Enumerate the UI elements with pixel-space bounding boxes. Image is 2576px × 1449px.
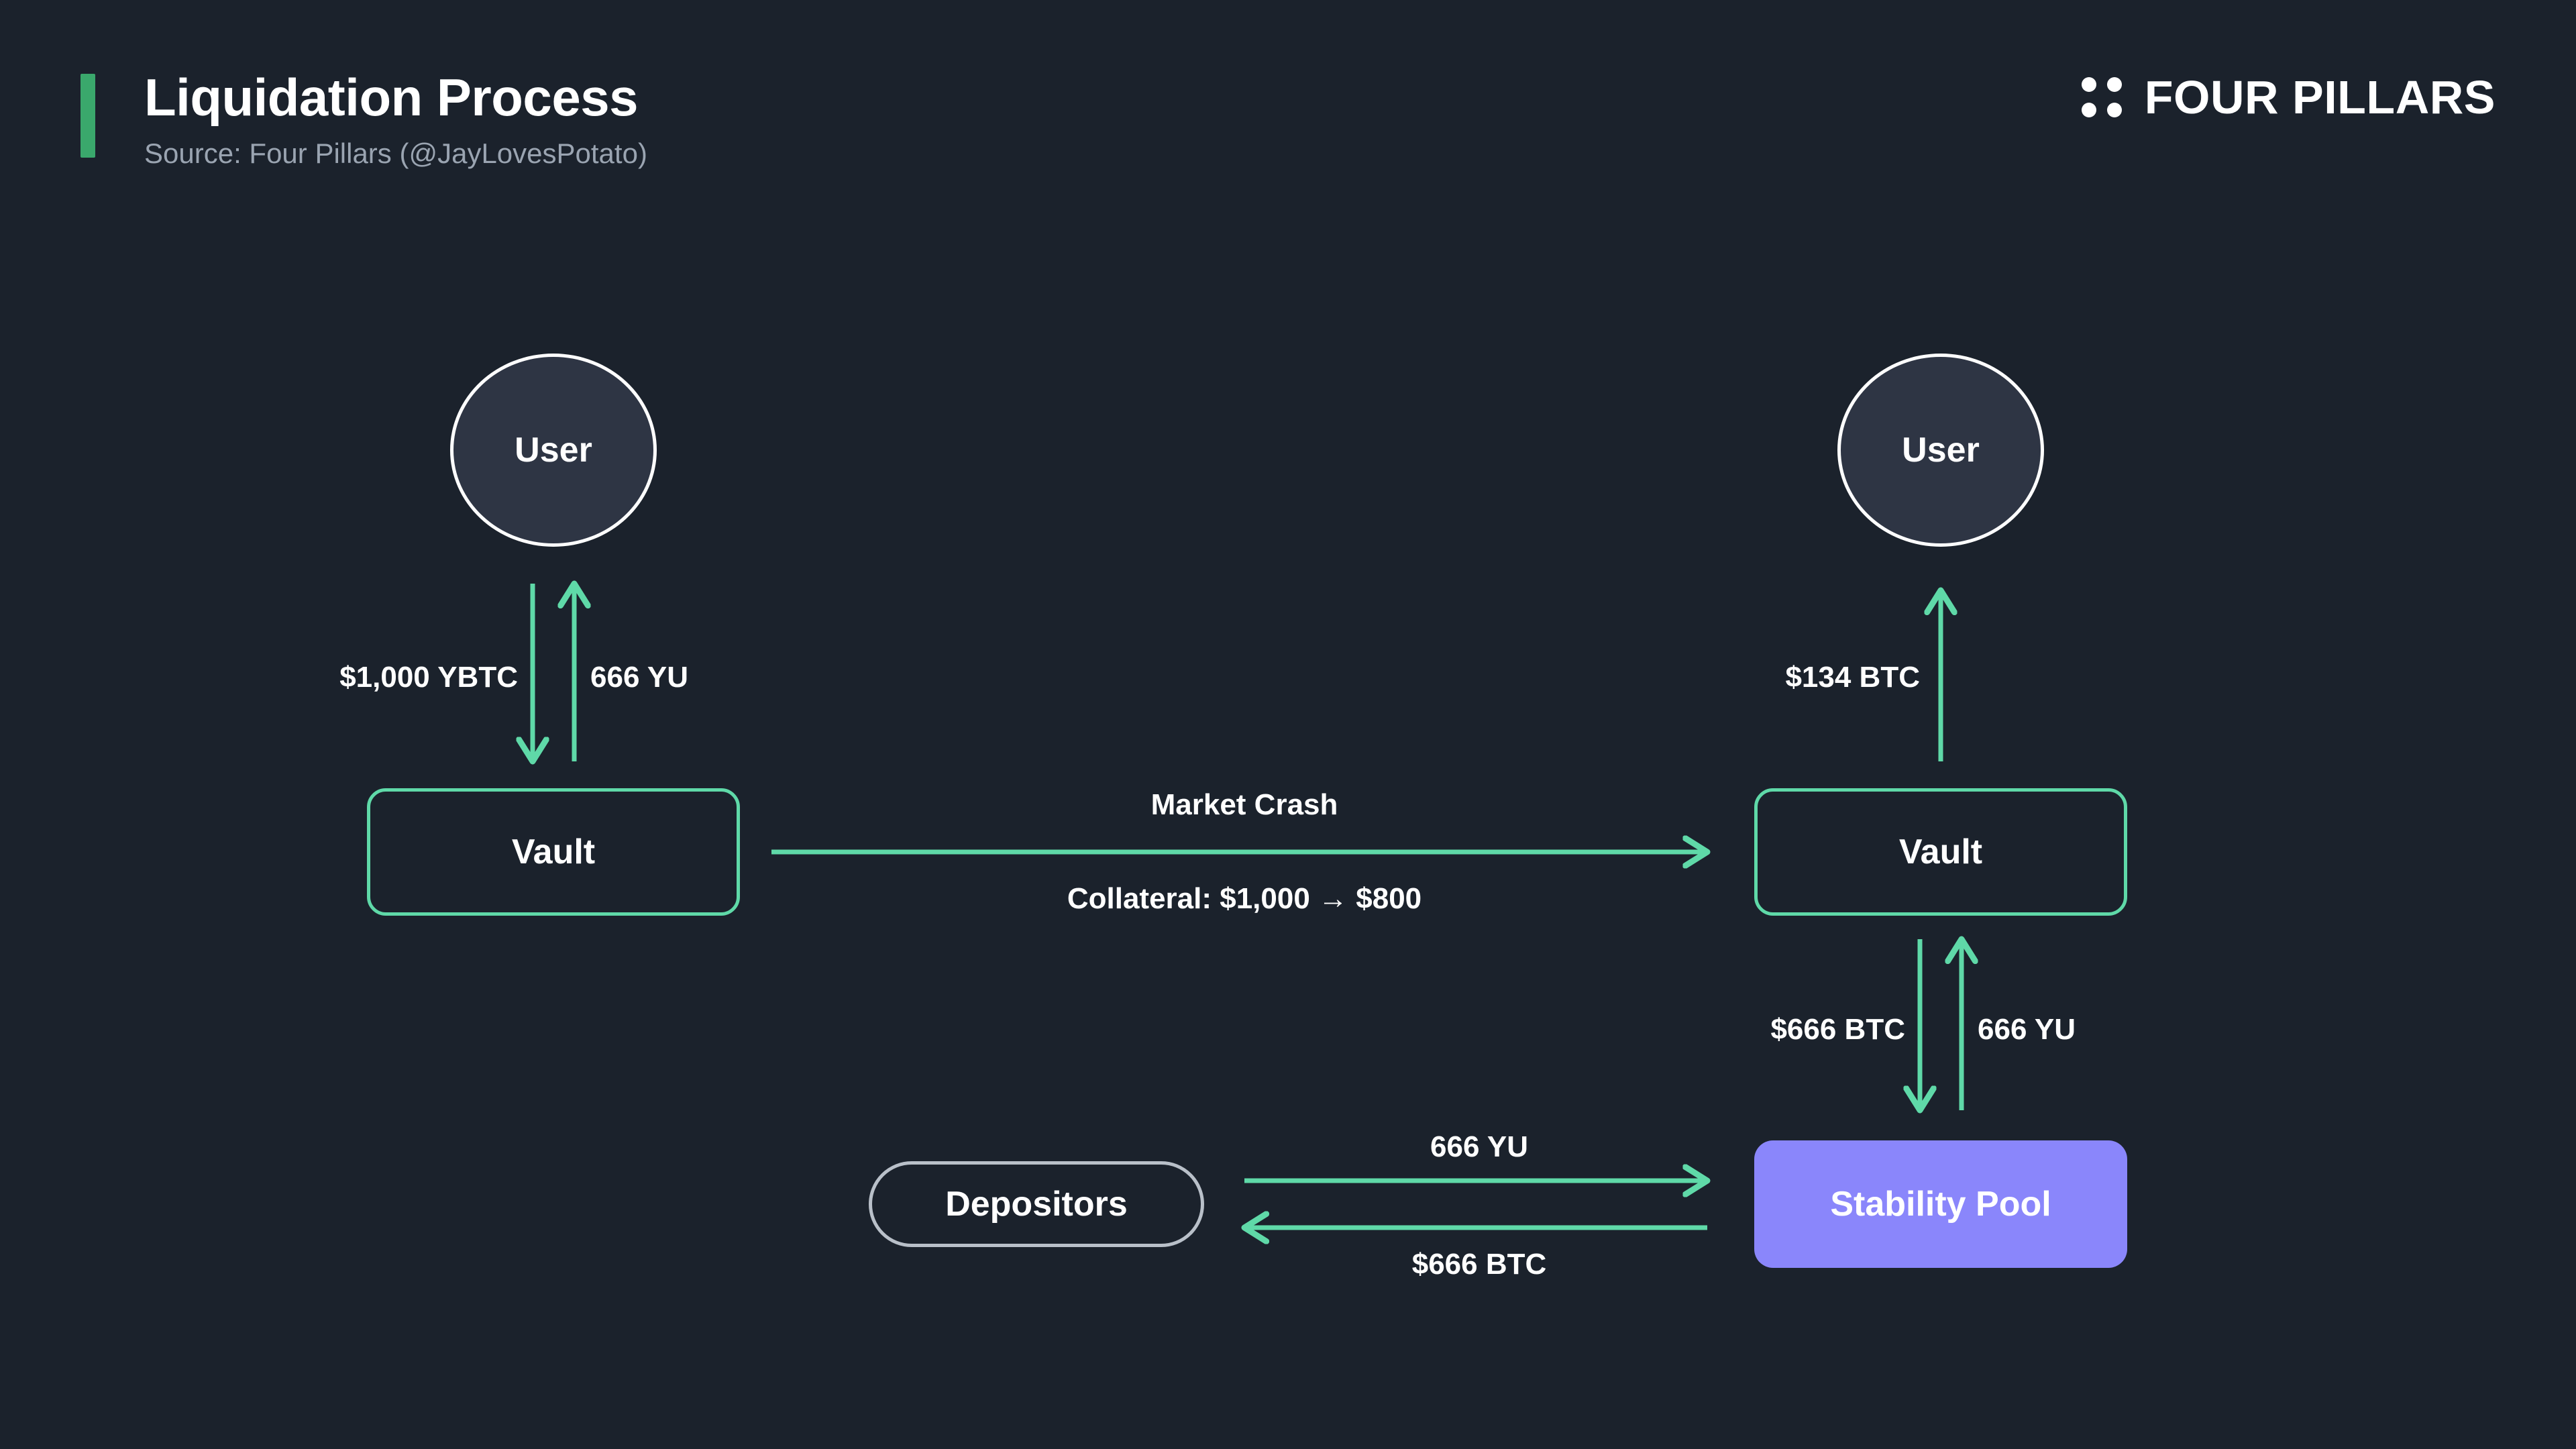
node-vault-right[interactable]: Vault <box>1754 788 2127 916</box>
title-accent-bar <box>80 74 95 158</box>
edge-label-vault-left-to-user-left: 666 YU <box>590 661 688 694</box>
edge-label-user-left-to-vault-left: $1,000 YBTC <box>339 661 518 694</box>
node-vault-left[interactable]: Vault <box>367 788 740 916</box>
edge-label-stability-pool-to-depositors: $666 BTC <box>1411 1248 1547 1281</box>
node-stability-pool[interactable]: Stability Pool <box>1754 1140 2127 1268</box>
node-user-right-label: User <box>1902 431 1980 470</box>
node-depositors-label: Depositors <box>945 1185 1128 1224</box>
node-user-left-label: User <box>515 431 592 470</box>
node-user-left[interactable]: User <box>450 354 657 547</box>
source-label: Source: Four Pillars (@JayLovesPotato) <box>144 138 647 169</box>
page-title: Liquidation Process <box>144 68 638 127</box>
edge-label-vault-right-to-stability-pool: $666 BTC <box>1770 1013 1905 1046</box>
edge-label-market-crash: Market Crash <box>1150 788 1338 821</box>
brand-name: FOUR PILLARS <box>2144 71 2496 123</box>
edge-label-vault-right-to-user-right: $134 BTC <box>1785 661 1920 694</box>
brand-logo: FOUR PILLARS <box>2081 70 2496 124</box>
edge-label-depositors-to-stability-pool: 666 YU <box>1430 1130 1528 1163</box>
node-vault-left-label: Vault <box>511 833 596 871</box>
node-vault-right-label: Vault <box>1898 833 1983 871</box>
node-depositors[interactable]: Depositors <box>869 1161 1204 1247</box>
four-dots-icon <box>2081 77 2122 117</box>
edge-label-collateral-change: Collateral: $1,000 → $800 <box>1067 882 1422 915</box>
node-stability-pool-label: Stability Pool <box>1830 1185 2051 1224</box>
node-user-right[interactable]: User <box>1837 354 2044 547</box>
edge-label-stability-pool-to-vault-right: 666 YU <box>1978 1013 2076 1046</box>
